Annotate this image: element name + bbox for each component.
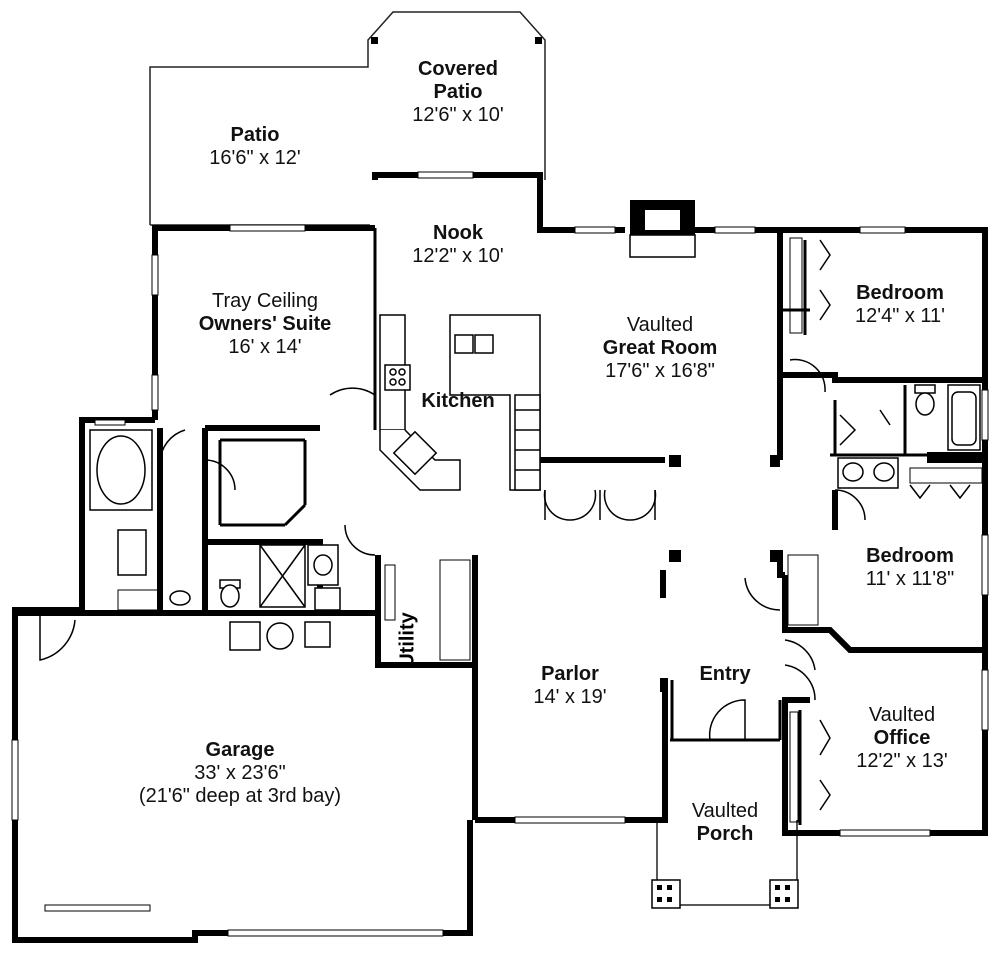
doors xyxy=(39,239,971,811)
kitchen-name: Kitchen xyxy=(421,390,495,412)
garage-note: (21'6" deep at 3rd bay) xyxy=(138,785,342,807)
parlor-name: Parlor xyxy=(541,663,599,685)
utility-label: Utility xyxy=(396,612,419,668)
office-name: Office xyxy=(873,727,931,749)
bedroom-1-label: Bedroom 12'4" x 11' xyxy=(855,282,945,328)
office-label: Vaulted Office 12'2" x 13' xyxy=(856,704,947,773)
bedroom-2-label: Bedroom 11' x 11'8" xyxy=(866,545,955,591)
great-room-label: Vaulted Great Room 17'6" x 16'8" xyxy=(603,314,717,383)
kitchen-counters xyxy=(379,314,541,491)
great-room-name: Great Room xyxy=(602,337,718,359)
garage-name: Garage xyxy=(205,739,275,761)
nook-name: Nook xyxy=(433,222,483,244)
bath-fixtures xyxy=(89,384,981,651)
bedroom-2-size: 11' x 11'8" xyxy=(865,568,955,590)
patio-size: 16'6" x 12' xyxy=(209,147,301,169)
porch-label: Vaulted Porch xyxy=(692,800,758,846)
parlor-size: 14' x 19' xyxy=(533,686,607,708)
interior-walls xyxy=(218,228,985,825)
office-vaulted: Vaulted xyxy=(868,704,936,726)
owners-suite-label: Tray Ceiling Owners' Suite 16' x 14' xyxy=(199,290,332,359)
closets xyxy=(117,237,983,823)
kitchen-label: Kitchen xyxy=(421,390,494,413)
nook-label: Nook 12'2" x 10' xyxy=(412,222,503,268)
covered-patio-name-2: Patio xyxy=(433,81,483,103)
porch-posts xyxy=(651,879,799,909)
covered-patio-label: Covered Patio 12'6" x 10' xyxy=(412,58,503,127)
great-room-vaulted: Vaulted xyxy=(626,314,694,336)
owners-suite-size: 16' x 14' xyxy=(228,336,302,358)
nook-size: 12'2" x 10' xyxy=(412,245,504,267)
owners-suite-name: Owners' Suite xyxy=(198,313,332,335)
patio-name: Patio xyxy=(230,124,280,146)
bedroom-1-name: Bedroom xyxy=(856,282,944,304)
exterior-walls xyxy=(12,172,988,943)
patio-label: Patio 16'6" x 12' xyxy=(209,124,300,170)
great-room-size: 17'6" x 16'8" xyxy=(605,360,715,382)
covered-patio-size: 12'6" x 10' xyxy=(412,104,504,126)
bedroom-2-name: Bedroom xyxy=(866,545,954,567)
porch-name: Porch xyxy=(696,823,754,845)
owners-suite-ceiling: Tray Ceiling xyxy=(212,290,318,312)
garage-label: Garage 33' x 23'6" (21'6" deep at 3rd ba… xyxy=(139,739,341,808)
garage-size: 33' x 23'6" xyxy=(194,762,286,784)
entry-name: Entry xyxy=(699,663,751,685)
parlor-label: Parlor 14' x 19' xyxy=(533,663,606,709)
entry-label: Entry xyxy=(699,663,750,686)
porch-vaulted: Vaulted xyxy=(691,800,759,822)
bedroom-1-size: 12'4" x 11' xyxy=(855,305,945,327)
covered-patio-name: Covered xyxy=(417,58,499,80)
windows xyxy=(11,171,989,937)
office-size: 12'2" x 13' xyxy=(856,750,948,772)
columns xyxy=(371,37,780,692)
fireplace xyxy=(629,200,696,258)
